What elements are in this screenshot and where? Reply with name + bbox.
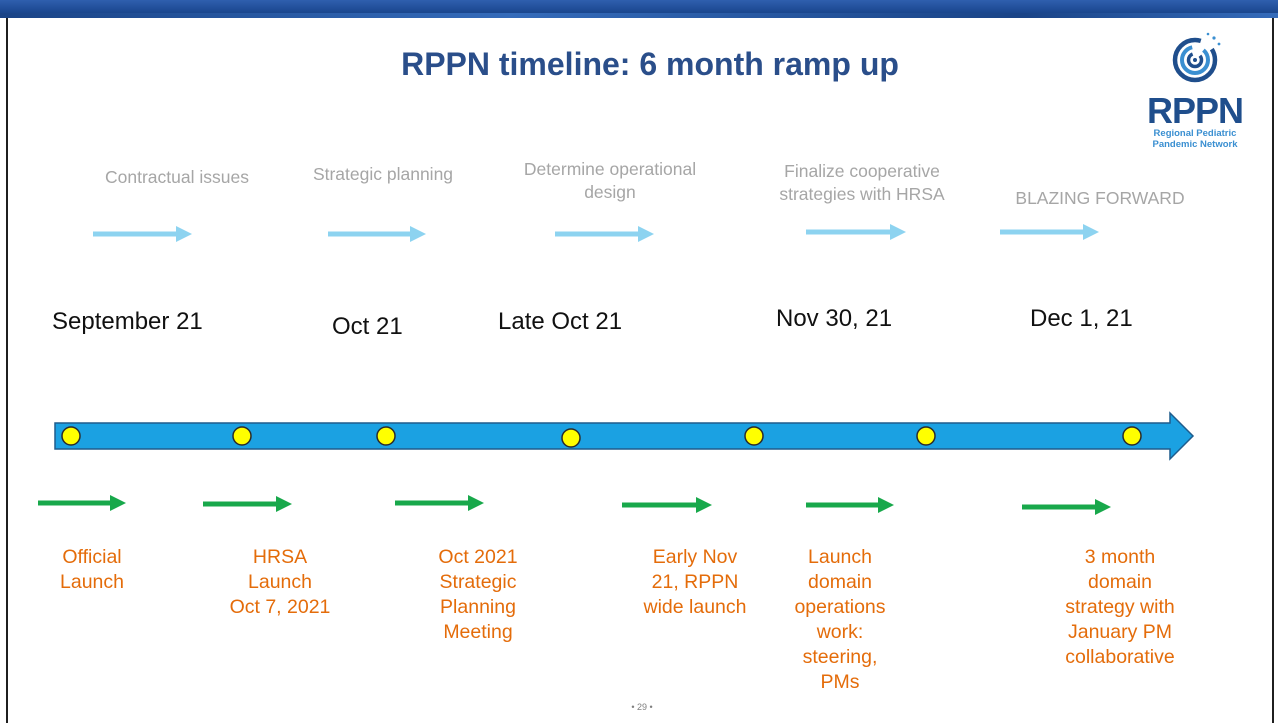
timeline-node-2 [232,426,252,446]
milestone-arrow-2 [203,496,292,512]
date-oct: Oct 21 [332,313,403,340]
date-late-oct: Late Oct 21 [498,308,623,335]
milestone-arrow-5 [806,497,894,513]
timeline-node-4 [561,428,581,448]
logo-wordmark: RPPN [1146,90,1244,131]
date-nov30: Nov 30, 21 [776,305,893,332]
milestone-arrow-4 [622,497,712,513]
phase-arrow-4 [806,224,906,240]
slide-frame [6,18,1274,723]
phase-arrow-5 [1000,224,1099,240]
timeline-node-5 [744,426,764,446]
spiral-emblem-icon [1172,32,1221,83]
rppn-logo: RPPN Regional Pediatric Pandemic Network [1140,24,1250,154]
phase-arrow-2 [328,226,426,242]
phase-label-blazing: BLAZING FORWARD [1015,188,1185,208]
milestone-arrow-1 [38,495,126,511]
phase-label-operational: Determine operational design [523,159,697,202]
slide-title: RPPN timeline: 6 month ramp up [401,46,899,82]
header-band [0,0,1278,18]
timeline-node-6 [916,426,936,446]
milestone-arrow-3 [395,495,484,511]
phase-arrow-3 [555,226,654,242]
phase-label-strategic: Strategic planning [312,164,454,184]
timeline-node-7 [1122,426,1142,446]
date-september: September 21 [52,308,203,335]
date-dec1: Dec 1, 21 [1030,305,1133,332]
milestone-arrow-6 [1022,499,1111,515]
logo-subtitle-line2: Pandemic Network [1152,139,1238,150]
logo-subtitle-line1: Regional Pediatric [1153,128,1237,139]
phase-arrow-1 [93,226,192,242]
timeline-node-1 [61,426,81,446]
timeline-node-3 [376,426,396,446]
timeline-bar [54,411,1195,461]
phase-label-cooperative: Finalize cooperative strategies with HRS… [779,161,945,204]
page-number: • 29 • [631,702,653,712]
phase-label-contractual: Contractual issues [105,167,249,187]
